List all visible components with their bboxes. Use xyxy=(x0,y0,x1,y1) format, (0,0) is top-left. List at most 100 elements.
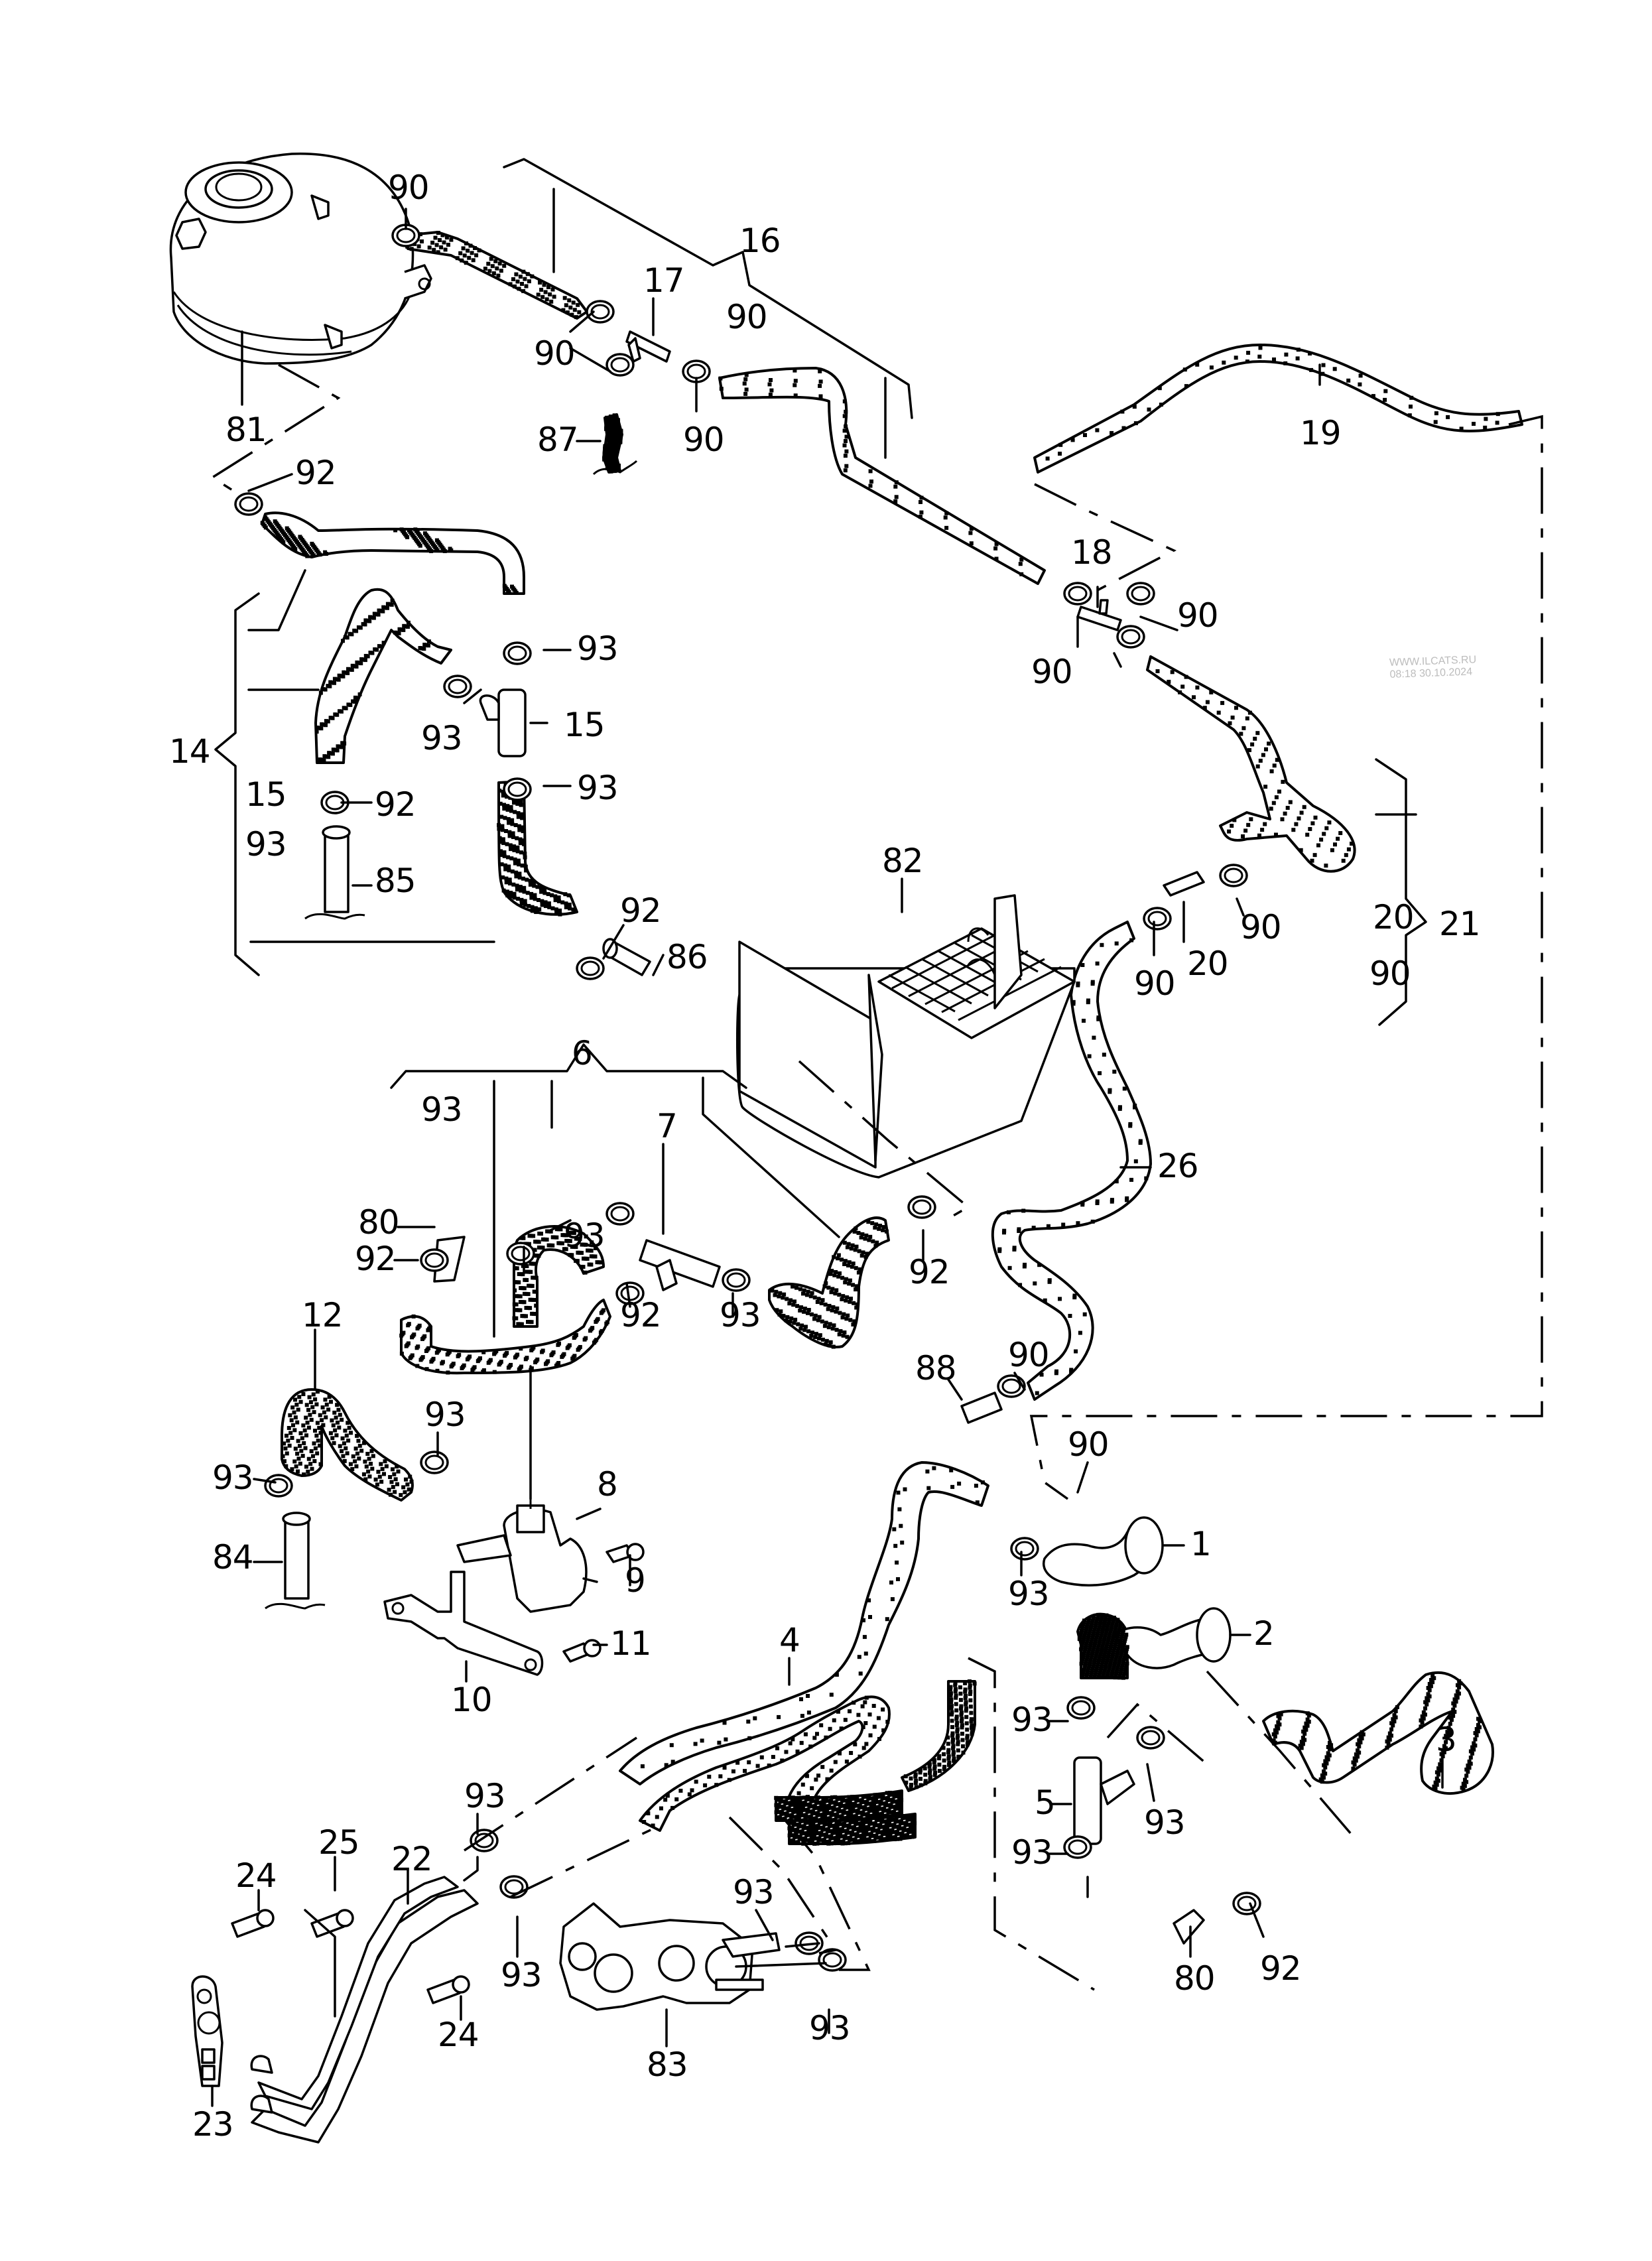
hose-19-lower[interactable] xyxy=(1146,655,1356,873)
callout-part-4[interactable]: 4 xyxy=(779,1621,800,1659)
t-piece-18[interactable] xyxy=(1076,599,1122,631)
callout-part-90[interactable]: 90 xyxy=(1068,1425,1110,1464)
bolt-25[interactable] xyxy=(310,1909,354,1938)
callout-part-23[interactable]: 23 xyxy=(192,2105,234,2144)
hose-1[interactable] xyxy=(1043,1516,1164,1586)
hose-16-lower[interactable] xyxy=(718,367,1046,585)
callout-part-93[interactable]: 93 xyxy=(1011,1833,1053,1872)
callout-part-81[interactable]: 81 xyxy=(225,411,267,449)
t-piece-15[interactable] xyxy=(479,688,527,757)
callout-part-93[interactable]: 93 xyxy=(421,719,463,757)
callout-part-93[interactable]: 93 xyxy=(577,629,619,668)
t-piece-17[interactable] xyxy=(625,330,671,363)
callout-part-93[interactable]: 93 xyxy=(464,1777,506,1815)
bolt-24-lower[interactable] xyxy=(426,1975,470,2004)
callout-part-93[interactable]: 93 xyxy=(809,2009,851,2047)
callout-part-22[interactable]: 22 xyxy=(391,1840,433,1878)
callout-part-20[interactable]: 20 xyxy=(1373,898,1415,937)
callout-part-92[interactable]: 92 xyxy=(355,1240,397,1278)
bolt-9[interactable] xyxy=(605,1543,645,1563)
callout-part-92[interactable]: 92 xyxy=(620,891,662,930)
bolt-24-upper[interactable] xyxy=(231,1909,275,1938)
callout-part-90[interactable]: 90 xyxy=(1240,908,1282,946)
callout-part-88[interactable]: 88 xyxy=(915,1349,957,1388)
coolant-pipe[interactable] xyxy=(250,1876,479,2144)
callout-part-93[interactable]: 93 xyxy=(577,769,619,807)
callout-part-90[interactable]: 90 xyxy=(534,334,576,373)
callout-part-20[interactable]: 20 xyxy=(1187,944,1229,983)
callout-part-16[interactable]: 16 xyxy=(739,222,781,260)
hose-26[interactable] xyxy=(991,921,1152,1401)
callout-part-92[interactable]: 92 xyxy=(375,785,416,824)
callout-part-90[interactable]: 90 xyxy=(1008,1336,1050,1374)
callout-part-24[interactable]: 24 xyxy=(438,2016,479,2054)
callout-part-93[interactable]: 93 xyxy=(424,1395,466,1434)
callout-part-80[interactable]: 80 xyxy=(358,1203,400,1242)
pump[interactable] xyxy=(456,1479,588,1613)
expansion-tank[interactable] xyxy=(169,153,432,365)
callout-part-15[interactable]: 15 xyxy=(245,775,287,814)
callout-part-90[interactable]: 90 xyxy=(683,420,725,459)
callout-part-83[interactable]: 83 xyxy=(647,2045,688,2084)
callout-part-85[interactable]: 85 xyxy=(375,862,416,900)
callout-part-90[interactable]: 90 xyxy=(1031,653,1073,691)
callout-part-3[interactable]: 3 xyxy=(1436,1720,1457,1759)
callout-part-19[interactable]: 19 xyxy=(1300,414,1342,452)
callout-part-93[interactable]: 93 xyxy=(564,1216,605,1255)
callout-part-14[interactable]: 14 xyxy=(169,732,211,771)
mounting-bracket-23[interactable] xyxy=(191,1975,223,2087)
callout-part-90[interactable]: 90 xyxy=(1369,954,1411,993)
pipe-85[interactable] xyxy=(304,825,365,920)
callout-part-80[interactable]: 80 xyxy=(1174,1959,1216,1998)
callout-part-93[interactable]: 93 xyxy=(245,825,287,864)
callout-part-17[interactable]: 17 xyxy=(643,261,685,300)
hose-4-second[interactable] xyxy=(639,1695,891,1832)
callout-part-86[interactable]: 86 xyxy=(667,938,708,976)
callout-part-1[interactable]: 1 xyxy=(1190,1525,1212,1563)
connector-5[interactable] xyxy=(1073,1756,1135,1845)
callout-part-6[interactable]: 6 xyxy=(572,1034,593,1072)
callout-part-87[interactable]: 87 xyxy=(537,420,579,459)
hose-19[interactable] xyxy=(1033,344,1523,474)
callout-part-15[interactable]: 15 xyxy=(564,706,605,744)
callout-part-90[interactable]: 90 xyxy=(388,168,430,207)
callout-part-93[interactable]: 93 xyxy=(1144,1803,1186,1842)
callout-part-93[interactable]: 93 xyxy=(212,1458,254,1497)
callout-part-7[interactable]: 7 xyxy=(657,1107,678,1145)
callout-part-8[interactable]: 8 xyxy=(597,1465,618,1504)
t-piece-7[interactable] xyxy=(639,1239,721,1291)
pipe-84[interactable] xyxy=(265,1512,326,1610)
callout-part-26[interactable]: 26 xyxy=(1157,1147,1199,1185)
connector-20[interactable] xyxy=(1163,871,1205,897)
callout-part-93[interactable]: 93 xyxy=(501,1956,542,1994)
callout-part-9[interactable]: 9 xyxy=(625,1561,646,1600)
callout-part-93[interactable]: 93 xyxy=(720,1296,761,1334)
callout-part-90[interactable]: 90 xyxy=(1177,596,1219,635)
callout-part-25[interactable]: 25 xyxy=(318,1823,360,1862)
callout-part-93[interactable]: 93 xyxy=(733,1873,775,1911)
hose-4[interactable] xyxy=(619,1461,989,1785)
callout-part-2[interactable]: 2 xyxy=(1253,1614,1275,1653)
callout-part-90[interactable]: 90 xyxy=(726,298,768,336)
callout-part-92[interactable]: 92 xyxy=(620,1296,662,1334)
callout-part-12[interactable]: 12 xyxy=(302,1296,344,1334)
pipe-80-lower[interactable] xyxy=(1173,1909,1205,1945)
callout-part-93[interactable]: 93 xyxy=(421,1090,463,1129)
callout-part-93[interactable]: 93 xyxy=(1011,1701,1053,1739)
hose-6-bottom[interactable] xyxy=(400,1299,611,1375)
bracket-10[interactable] xyxy=(383,1571,544,1676)
callout-part-90[interactable]: 90 xyxy=(1134,964,1176,1003)
callout-part-21[interactable]: 21 xyxy=(1439,905,1481,943)
callout-part-24[interactable]: 24 xyxy=(235,1856,277,1895)
thermostat-housing[interactable] xyxy=(559,1902,781,2011)
heater-core[interactable] xyxy=(735,894,1076,1179)
callout-part-92[interactable]: 92 xyxy=(909,1253,950,1291)
callout-part-92[interactable]: 92 xyxy=(295,454,337,492)
callout-part-18[interactable]: 18 xyxy=(1071,533,1113,572)
callout-part-10[interactable]: 10 xyxy=(451,1681,493,1719)
callout-part-92[interactable]: 92 xyxy=(1260,1949,1302,1988)
callout-part-93[interactable]: 93 xyxy=(1008,1575,1050,1613)
bolt-11[interactable] xyxy=(562,1639,602,1663)
pipe-88[interactable] xyxy=(960,1391,1003,1424)
callout-part-82[interactable]: 82 xyxy=(882,842,924,880)
